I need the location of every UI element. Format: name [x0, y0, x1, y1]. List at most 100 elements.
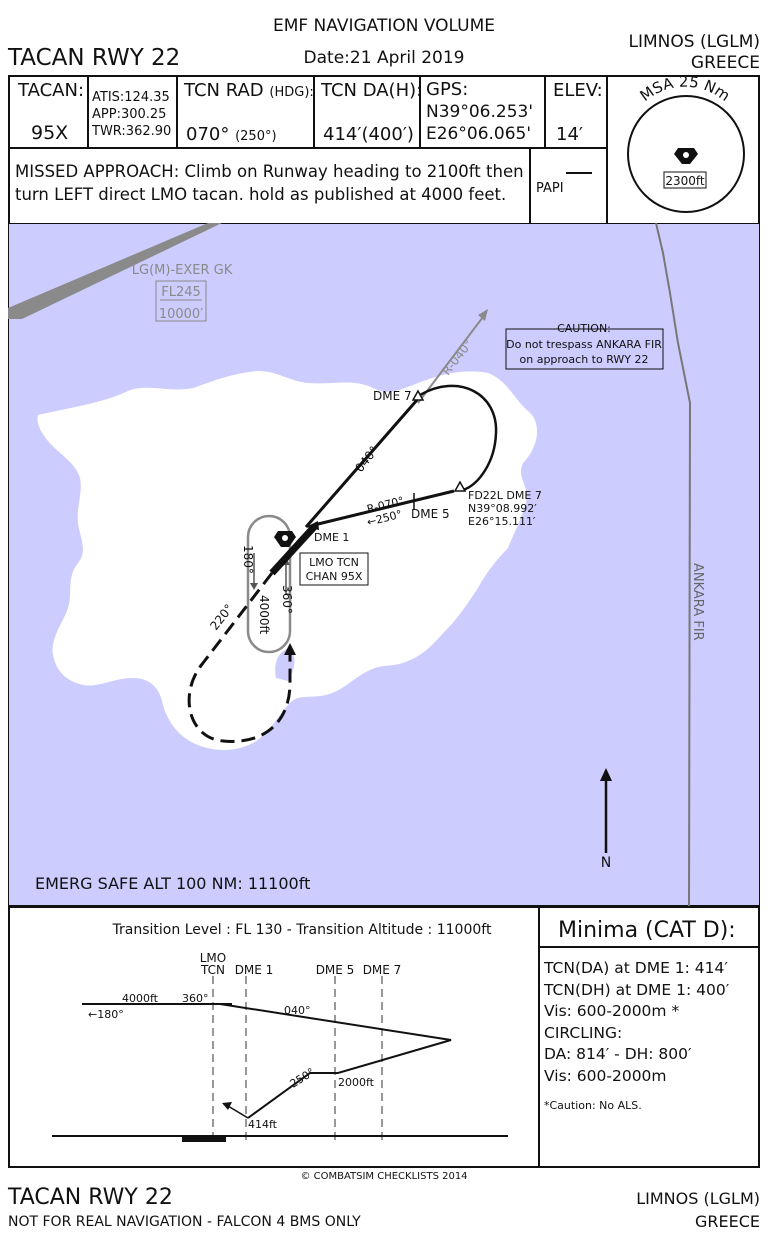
profile-alt-414: 414ft	[248, 1118, 278, 1131]
area-name: LG(M)-EXER GK	[132, 263, 233, 278]
procedure-turn-path	[419, 384, 498, 492]
gps-longitude: E26°06.065'	[426, 124, 532, 144]
tcn-label: TCN	[200, 963, 225, 977]
caution-line2: on approach to RWY 22	[520, 353, 649, 366]
divider	[176, 75, 178, 148]
profile-dme5-label: DME 5	[316, 963, 355, 977]
minima-line: TCN(DH) at DME 1: 400′	[544, 980, 730, 999]
radial-arrow-icon	[478, 309, 488, 321]
minima-line: Vis: 600-2000m	[544, 1066, 667, 1085]
tcn-da-value: 414′(400′)	[323, 124, 414, 145]
profile-dme7-label: DME 7	[363, 963, 402, 977]
area-lower-limit: 10000′	[159, 307, 203, 322]
missed-approach-line2: turn LEFT direct LMO tacan. hold as publ…	[15, 185, 507, 204]
hold-180-label: 180°	[241, 545, 255, 574]
divider	[606, 75, 608, 225]
msa-diagram: MSA 25 Nm 2300ft	[627, 77, 745, 213]
dme5-label: DME 5	[411, 507, 450, 521]
course-040-line	[304, 399, 419, 528]
area-altitude-box	[155, 280, 207, 322]
gps-label: GPS:	[426, 79, 469, 100]
divider	[87, 75, 89, 148]
tcn-rad-label-text: TCN RAD	[184, 80, 264, 101]
divider	[529, 147, 531, 225]
footer-country: GREECE	[694, 1212, 760, 1231]
date-label: Date:	[303, 48, 350, 68]
country-name: GREECE	[690, 53, 760, 73]
profile-alt-4000: 4000ft	[122, 992, 159, 1005]
elevation-value: 14′	[556, 124, 583, 145]
tacan-label: TACAN:	[18, 80, 85, 101]
radial-040-line	[417, 312, 487, 404]
divider	[538, 946, 760, 948]
minima-note: *Caution: No ALS.	[544, 1099, 642, 1112]
caution-box	[505, 328, 664, 370]
missed-approach-arrow-icon	[284, 643, 296, 655]
fd-longitude: E26°15.111′	[468, 515, 536, 528]
area-upper-limit: FL245	[161, 285, 201, 300]
minima-title: Minima (CAT D):	[558, 918, 736, 943]
atis-frequency: ATIS:124.35	[92, 90, 170, 105]
fd-name: FD22L DME 7	[468, 489, 542, 502]
msa-label: MSA 25 Nm	[637, 77, 734, 105]
approach-profile-path	[219, 1003, 452, 1119]
profile-missed-arrow-icon	[222, 1102, 232, 1110]
dme7-label: DME 7	[373, 389, 412, 403]
profile-crs-250: 250°	[288, 1065, 317, 1090]
hold-altitude-label: 4000ft	[257, 595, 271, 635]
course-250-line	[313, 489, 455, 527]
minima-list: TCN(DA) at DME 1: 414′ TCN(DH) at DME 1:…	[544, 958, 729, 1087]
divider	[419, 75, 421, 148]
dme1-label: DME 1	[314, 531, 349, 544]
profile-view: Transition Level : FL 130 - Transition A…	[52, 922, 508, 1142]
profile-missed-arrow	[227, 1105, 249, 1119]
lmo-tacan-icon	[274, 531, 296, 547]
minima-line: DA: 814′ - DH: 800′	[544, 1045, 692, 1063]
elevation-label: ELEV:	[553, 80, 603, 101]
tcn-rad-label: TCN RAD (HDG):	[184, 82, 314, 100]
ankara-fir-boundary	[655, 223, 692, 906]
caution-line1: Do not trespass ANKARA FIR	[506, 338, 662, 351]
profile-frame	[8, 906, 760, 1168]
footer-airport: LIMNOS (LGLM)	[636, 1189, 760, 1208]
papi-icon	[566, 172, 592, 174]
tcn-heading: (250°)	[235, 129, 277, 144]
tcn-rad-value: 070° (250°)	[186, 126, 277, 144]
profile-runway	[182, 1136, 226, 1142]
divider	[544, 75, 546, 148]
footer-procedure: TACAN RWY 22	[8, 1185, 173, 1210]
procedure-title: TACAN RWY 22	[8, 45, 181, 71]
profile-hdg-360: 360°	[182, 992, 209, 1005]
tcn-radial: 070°	[186, 124, 230, 145]
profile-dme1-label: DME 1	[235, 963, 274, 977]
minima-line: TCN(DA) at DME 1: 414′	[544, 959, 728, 977]
profile-hdg-180: ←180°	[88, 1008, 124, 1021]
msa-altitude: 2300ft	[665, 174, 705, 188]
date-value: 21 April 2019	[349, 48, 465, 68]
lmo-tcn-name: LMO TCN	[309, 556, 359, 569]
msa-circle	[627, 95, 745, 213]
divider	[8, 147, 608, 149]
volume-title: EMF NAVIGATION VOLUME	[272, 16, 496, 36]
missed-approach-line1: MISSED APPROACH: Climb on Runway heading…	[15, 162, 524, 181]
minima-line: CIRCLING:	[544, 1023, 623, 1042]
tacan-channel: 95X	[31, 122, 69, 144]
divider	[538, 906, 540, 1168]
ankara-fir-label: ANKARA FIR	[690, 563, 705, 641]
papi-label: PAPI	[536, 181, 564, 196]
gps-latitude: N39°06.253'	[426, 102, 534, 122]
profile-alt-2000: 2000ft	[338, 1076, 375, 1089]
tacan-symbol-icon	[674, 148, 698, 164]
emergency-safe-altitude: EMERG SAFE ALT 100 NM: 11100ft	[35, 874, 310, 893]
lmo-tcn-box	[299, 552, 369, 586]
north-label: N	[601, 855, 611, 871]
profile-crs-040: 040°	[284, 1004, 311, 1017]
divider	[313, 75, 315, 148]
holding-pattern	[246, 514, 292, 654]
lmo-label: LMO	[200, 951, 226, 965]
caution-title: CAUTION:	[557, 322, 611, 335]
minima-line: Vis: 600-2000m *	[544, 1002, 680, 1020]
tcn-rad-hdg-label: (HDG):	[269, 85, 314, 100]
lmo-tcn-channel: CHAN 95X	[306, 570, 363, 583]
missed-approach-path	[187, 572, 292, 743]
